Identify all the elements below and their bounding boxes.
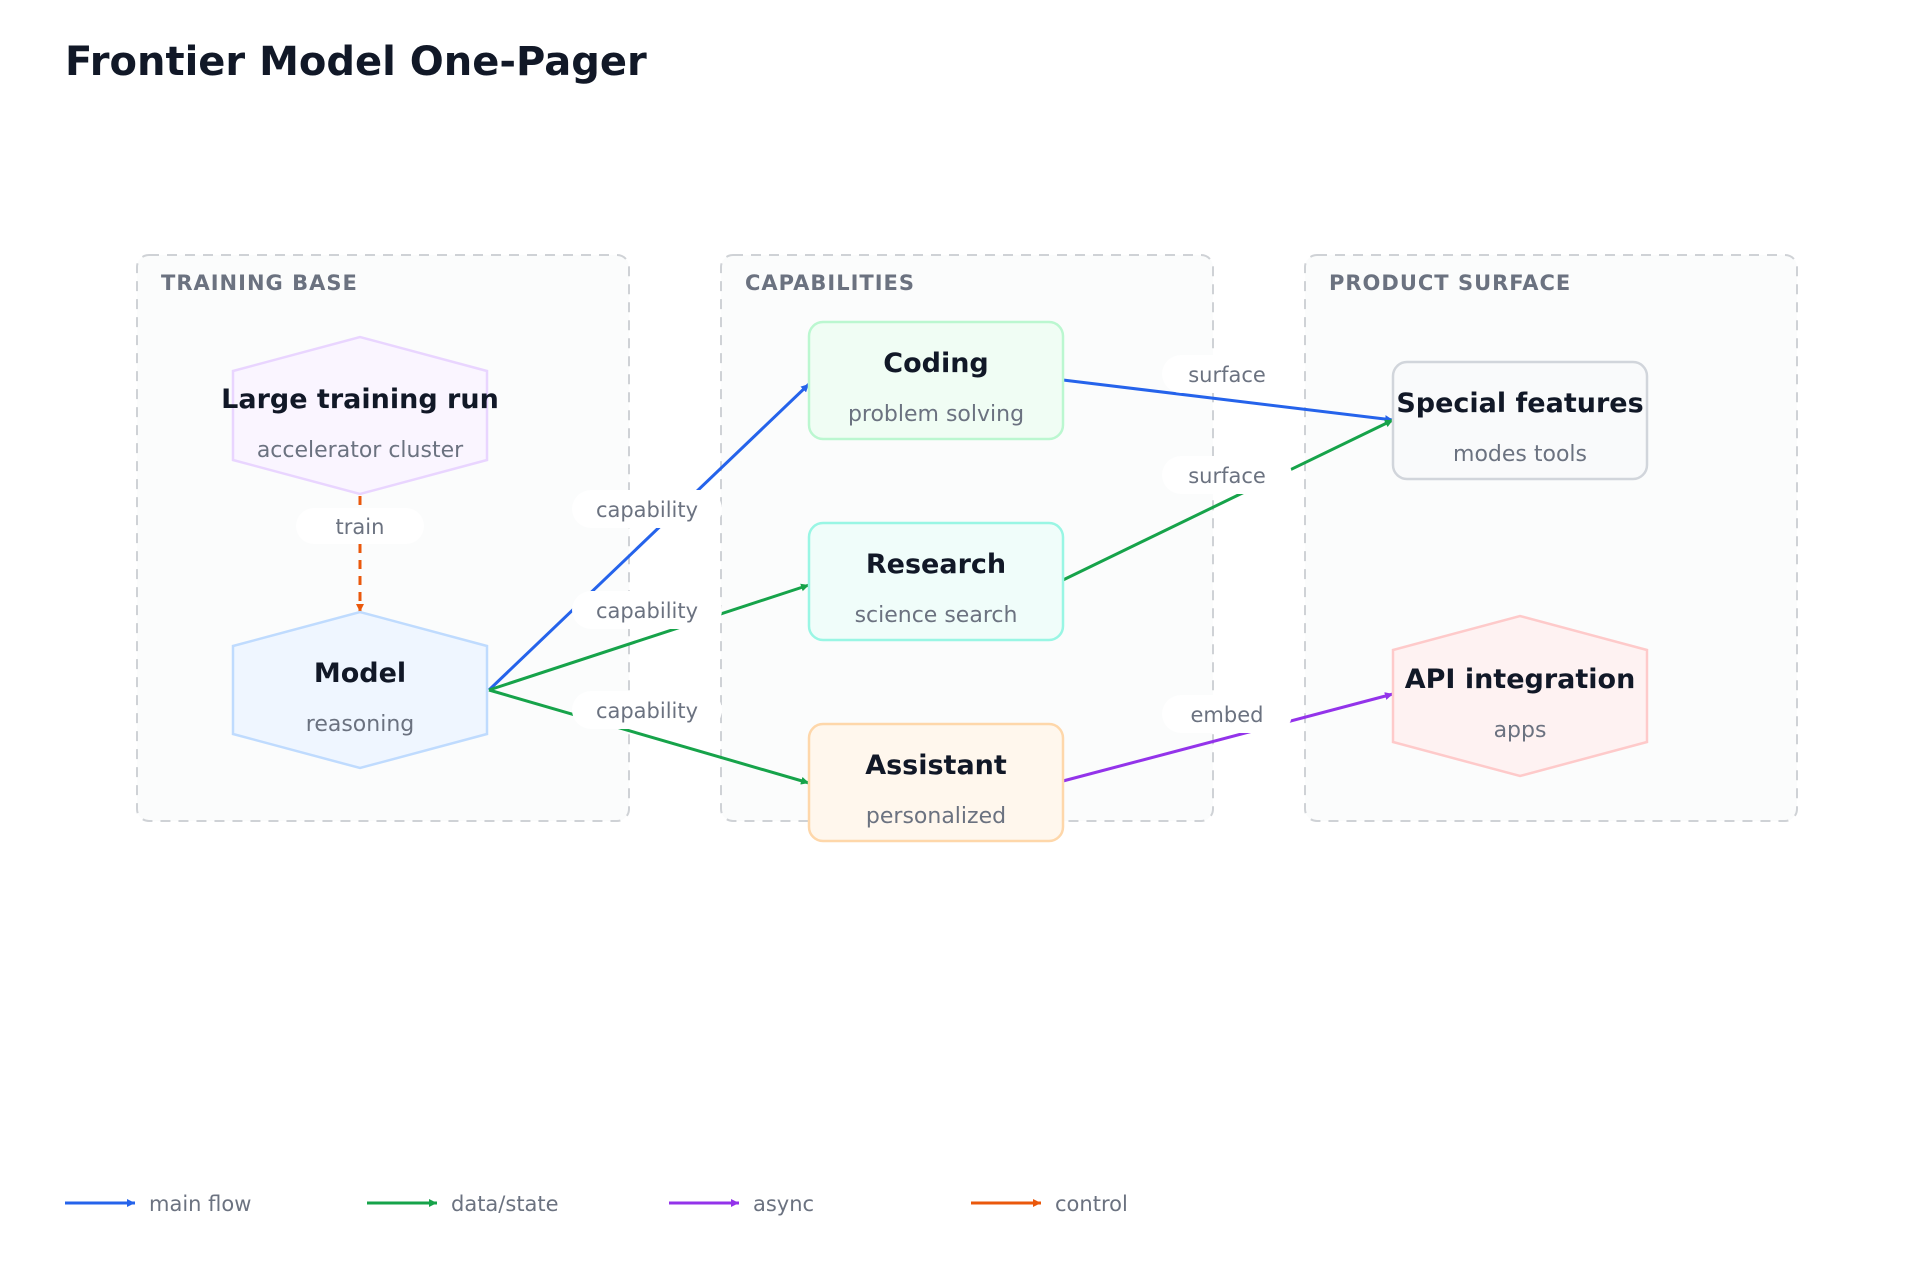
node-subtitle: science search — [855, 603, 1018, 628]
svg-text:surface: surface — [1188, 464, 1266, 488]
edge-model-assistant — [488, 688, 810, 785]
node-title: Research — [866, 549, 1006, 580]
svg-text:capability: capability — [596, 699, 698, 723]
edge-label-train: train — [296, 508, 424, 544]
node-title: Model — [314, 658, 406, 689]
node-title: API integration — [1405, 664, 1636, 695]
edge-model-research — [488, 583, 810, 692]
node-subtitle: apps — [1494, 718, 1547, 743]
node-subtitle: accelerator cluster — [257, 438, 464, 463]
legend-item-async: async — [669, 1192, 814, 1216]
edge-label-cap-coding: capability — [572, 490, 722, 528]
node-title: Special features — [1396, 388, 1643, 419]
svg-text:capability: capability — [596, 599, 698, 623]
svg-text:capability: capability — [596, 498, 698, 522]
svg-text:async: async — [753, 1192, 814, 1216]
node-title: Large training run — [221, 384, 499, 415]
edge-assistant-api — [1062, 692, 1394, 783]
edge-research-special — [1062, 418, 1394, 582]
node-large-training-run[interactable]: Large training run accelerator cluster — [221, 335, 499, 496]
edge-coding-special — [1062, 378, 1394, 424]
group-label-training: TRAINING BASE — [161, 271, 358, 295]
node-research[interactable]: Research science search — [807, 521, 1065, 642]
node-assistant[interactable]: Assistant personalized — [807, 722, 1065, 843]
svg-text:control: control — [1055, 1192, 1128, 1216]
legend-item-main-flow: main flow — [65, 1192, 251, 1216]
edge-model-coding — [487, 382, 811, 692]
node-subtitle: reasoning — [306, 712, 414, 737]
group-label-capabilities: CAPABILITIES — [745, 271, 915, 295]
node-subtitle: problem solving — [848, 402, 1024, 427]
node-title: Coding — [883, 348, 989, 379]
svg-text:embed: embed — [1191, 703, 1264, 727]
page-title: Frontier Model One-Pager — [65, 39, 647, 85]
node-subtitle: modes tools — [1453, 442, 1587, 467]
edge-label-embed: embed — [1162, 695, 1292, 733]
svg-text:main flow: main flow — [149, 1192, 251, 1216]
legend: main flow data/state async control — [65, 1192, 1128, 1216]
node-title: Assistant — [865, 750, 1007, 781]
svg-text:train: train — [336, 515, 385, 539]
edge-label-cap-assistant: capability — [572, 691, 722, 729]
edge-label-surface-coding: surface — [1162, 355, 1292, 393]
node-special-features[interactable]: Special features modes tools — [1391, 360, 1649, 481]
node-subtitle: personalized — [866, 804, 1006, 829]
node-model[interactable]: Model reasoning — [231, 610, 489, 770]
legend-item-data-state: data/state — [367, 1192, 559, 1216]
node-coding[interactable]: Coding problem solving — [807, 320, 1065, 441]
node-api-integration[interactable]: API integration apps — [1391, 614, 1649, 778]
group-label-product: PRODUCT SURFACE — [1329, 271, 1571, 295]
edge-label-surface-research: surface — [1162, 456, 1292, 494]
svg-text:data/state: data/state — [451, 1192, 559, 1216]
edge-label-cap-research: capability — [572, 591, 722, 629]
svg-text:surface: surface — [1188, 363, 1266, 387]
legend-item-control: control — [971, 1192, 1128, 1216]
